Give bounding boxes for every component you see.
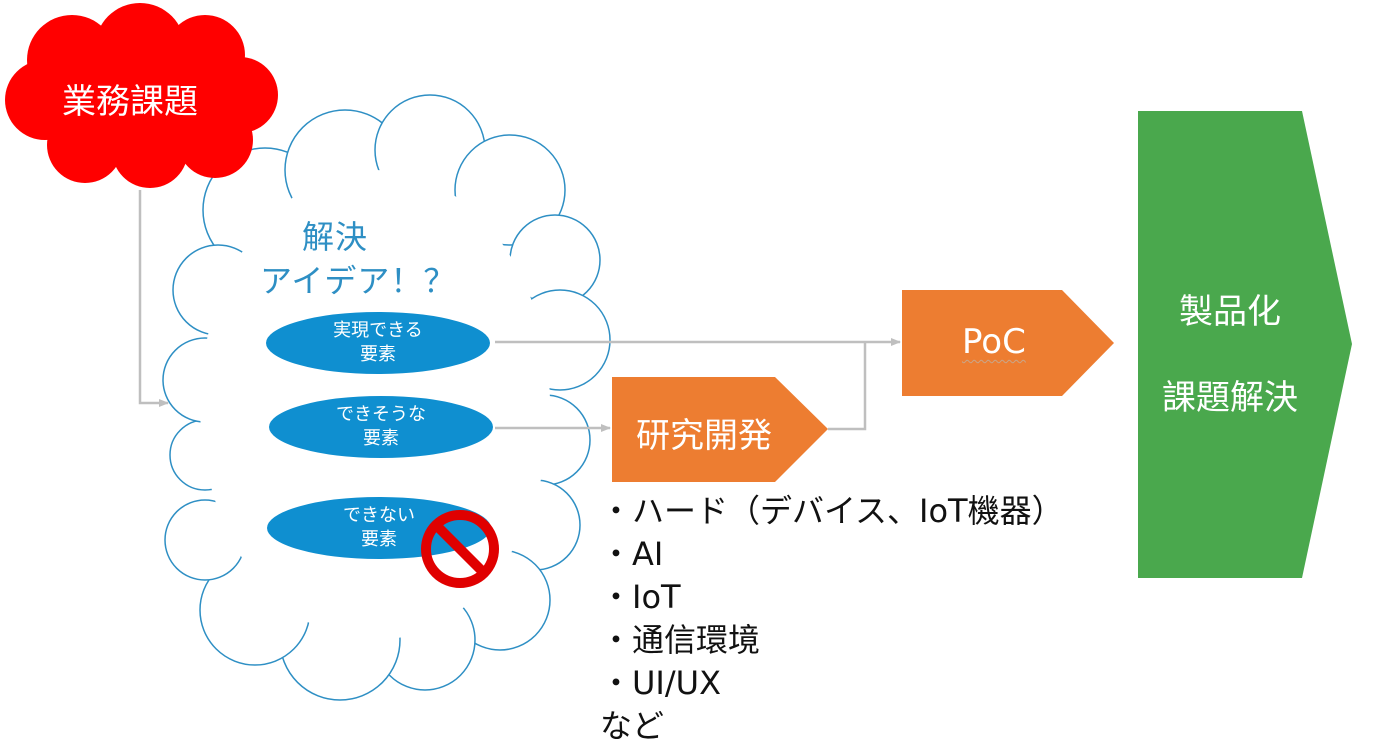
rnd-topic-hardware: ・ハード（デバイス、IoT機器） [600,492,1064,530]
product-line2: 課題解決 [1162,378,1298,418]
element-infeasible-line2: 要素 [361,529,397,550]
element-likely-line1: できそうな [336,404,426,425]
element-feasible-line2: 要素 [360,344,396,365]
element-feasible-shape [264,310,492,376]
element-infeasible-label: できない 要素 [279,504,479,552]
rnd-to-poc-connector [828,342,867,431]
element-infeasible-line1: できない [343,505,415,526]
rnd-topic-list: ・ハード（デバイス、IoT機器） ・AI ・IoT ・通信環境 ・UI/UX な… [600,490,1064,748]
idea-title-line2: アイデア！？ [260,262,457,300]
poc-label: PoC [962,322,1026,362]
rnd-topic-network: ・通信環境 [600,621,761,659]
rnd-arrow-shape [612,377,828,482]
element-likely-label: できそうな 要素 [281,403,481,451]
rnd-topic-etc: など [600,707,665,745]
rnd-topic-uiux: ・UI/UX [600,664,721,702]
prohibited-icon [421,510,499,588]
rnd-topic-iot: ・IoT [600,578,681,616]
issue-label: 業務課題 [62,82,198,122]
rnd-label: 研究開発 [636,416,772,456]
product-line1: 製品化 [1179,292,1281,332]
poc-arrow-shape [902,290,1114,396]
element-likely-line2: 要素 [363,428,399,449]
idea-title-line1: 解決 [301,218,368,256]
element-feasible-line1: 実現できる [333,320,423,341]
issue-to-ideas-connector [138,190,169,407]
element-likely-shape [267,394,495,460]
rnd-topic-ai: ・AI [600,535,664,573]
connectors [138,190,901,432]
product-chevron-shape [1138,111,1352,578]
issue-cloud [5,3,278,188]
element-feasible-label: 実現できる 要素 [278,319,478,367]
